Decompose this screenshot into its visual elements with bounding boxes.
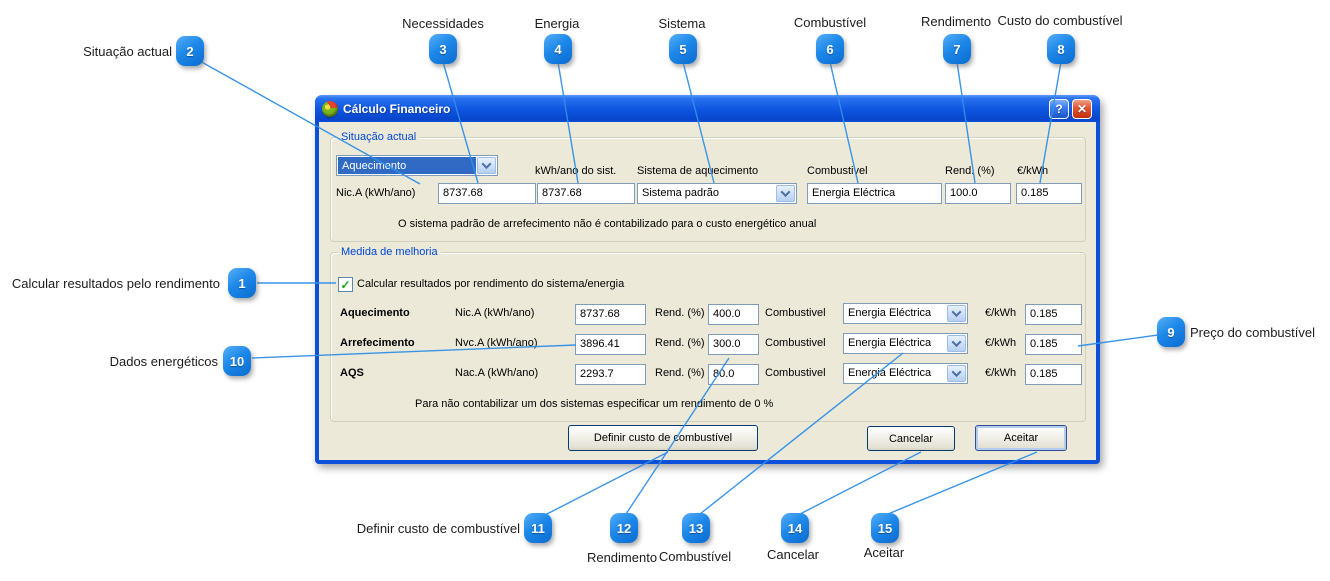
chevron-down-icon[interactable] bbox=[947, 335, 966, 352]
callout-badge-13: 13 bbox=[682, 513, 710, 543]
callout-badge-15: 15 bbox=[871, 513, 899, 543]
row-title: AQS bbox=[340, 367, 364, 379]
callout-badge-8: 8 bbox=[1047, 34, 1075, 64]
help-button[interactable]: ? bbox=[1049, 99, 1069, 119]
callout-label-13: Combustível bbox=[658, 549, 732, 564]
callout-badge-7: 7 bbox=[943, 34, 971, 64]
need-field[interactable]: 2293.7 bbox=[575, 364, 646, 385]
combustivel-column-label: Combustivel bbox=[807, 165, 868, 177]
callout-label-4: Energia bbox=[534, 16, 580, 31]
rend-field[interactable]: 100.0 bbox=[945, 183, 1011, 204]
comb-label: Combustivel bbox=[765, 337, 826, 349]
window-title: Cálculo Financeiro bbox=[343, 101, 451, 116]
rend-label: Rend. (%) bbox=[655, 367, 705, 379]
row-title: Arrefecimento bbox=[340, 337, 415, 349]
chevron-down-icon[interactable] bbox=[477, 157, 496, 174]
eur-label: €/kWh bbox=[985, 337, 1017, 349]
rend-label: Rend. (%) bbox=[655, 337, 705, 349]
price-field[interactable]: 0.185 bbox=[1025, 334, 1082, 355]
callout-label-14: Cancelar bbox=[766, 547, 820, 562]
combustivel-dropdown[interactable]: Energia Eléctrica bbox=[843, 333, 968, 354]
callout-label-11: Definir custo de combustível bbox=[356, 521, 520, 536]
callout-badge-1: 1 bbox=[228, 268, 256, 298]
note-melhoria: Para não contabilizar um dos sistemas es… bbox=[415, 398, 774, 410]
callout-label-6: Combustível bbox=[793, 15, 867, 30]
callout-label-15: Aceitar bbox=[863, 545, 905, 560]
combustivel-field[interactable]: Energia Eléctrica bbox=[807, 183, 942, 204]
app-icon bbox=[322, 100, 338, 117]
close-button[interactable]: ✕ bbox=[1072, 99, 1092, 119]
callout-label-12: Rendimento bbox=[586, 550, 658, 565]
accept-button[interactable]: Aceitar bbox=[975, 425, 1067, 451]
need-label: Nic.A (kWh/ano) bbox=[455, 307, 535, 319]
kwh-ano-column-label: kWh/ano do sist. bbox=[535, 165, 617, 177]
need-label: Nac.A (kWh/ano) bbox=[455, 367, 539, 379]
rendimento-checkbox[interactable]: ✓ bbox=[338, 277, 353, 292]
combustivel-value: Energia Eléctrica bbox=[848, 367, 932, 379]
combustivel-dropdown[interactable]: Energia Eléctrica bbox=[843, 363, 968, 384]
group-situacao-label: Situação actual bbox=[338, 131, 420, 143]
callout-badge-6: 6 bbox=[816, 34, 844, 64]
note-situacao: O sistema padrão de arrefecimento não é … bbox=[398, 218, 817, 230]
price-field[interactable]: 0.185 bbox=[1025, 364, 1082, 385]
callout-badge-4: 4 bbox=[544, 34, 572, 64]
callout-badge-3: 3 bbox=[429, 34, 457, 64]
comb-label: Combustivel bbox=[765, 307, 826, 319]
nic-value-field[interactable]: 8737.68 bbox=[438, 183, 536, 204]
callout-label-2: Situação actual bbox=[83, 44, 172, 59]
combustivel-value: Energia Eléctrica bbox=[848, 337, 932, 349]
title-bar[interactable]: Cálculo Financeiro ? ✕ bbox=[315, 95, 1100, 122]
callout-badge-11: 11 bbox=[524, 513, 552, 543]
group-melhoria-label: Medida de melhoria bbox=[338, 246, 441, 258]
situacao-type-value: Aquecimento bbox=[338, 157, 476, 174]
chevron-down-icon[interactable] bbox=[776, 185, 795, 202]
sistema-aquecimento-dropdown[interactable]: Sistema padrão bbox=[637, 183, 797, 204]
comb-label: Combustivel bbox=[765, 367, 826, 379]
rend-label: Rend. (%) bbox=[655, 307, 705, 319]
cancel-button[interactable]: Cancelar bbox=[867, 426, 955, 451]
need-label: Nvc.A (kWh/ano) bbox=[455, 337, 538, 349]
row-title: Aquecimento bbox=[340, 307, 410, 319]
dialog-client-area: Situação actual Aquecimento kWh/ano do s… bbox=[319, 122, 1096, 460]
callout-badge-12: 12 bbox=[610, 513, 638, 543]
definir-custo-button[interactable]: Definir custo de combustível bbox=[568, 425, 758, 451]
callout-label-5: Sistema bbox=[658, 16, 706, 31]
rend-field[interactable]: 300.0 bbox=[708, 334, 759, 355]
callout-badge-2: 2 bbox=[176, 36, 204, 66]
nic-label: Nic.A (kWh/ano) bbox=[336, 187, 416, 199]
check-icon: ✓ bbox=[340, 277, 351, 292]
sistema-column-label: Sistema de aquecimento bbox=[637, 165, 759, 177]
eur-kwh-field[interactable]: 0.185 bbox=[1016, 183, 1082, 204]
need-field[interactable]: 8737.68 bbox=[575, 304, 646, 325]
combustivel-dropdown[interactable]: Energia Eléctrica bbox=[843, 303, 968, 324]
rend-field[interactable]: 80.0 bbox=[708, 364, 759, 385]
callout-badge-10: 10 bbox=[223, 346, 251, 376]
situacao-type-dropdown[interactable]: Aquecimento bbox=[336, 155, 498, 176]
sistema-aquecimento-value: Sistema padrão bbox=[642, 187, 720, 199]
kwh-ano-field[interactable]: 8737.68 bbox=[537, 183, 635, 204]
chevron-down-icon[interactable] bbox=[947, 365, 966, 382]
price-field[interactable]: 0.185 bbox=[1025, 304, 1082, 325]
callout-badge-9: 9 bbox=[1157, 317, 1185, 347]
combustivel-value: Energia Eléctrica bbox=[848, 307, 932, 319]
callout-label-7: Rendimento bbox=[920, 14, 992, 29]
callout-badge-14: 14 bbox=[781, 513, 809, 543]
rendimento-checkbox-label: Calcular resultados por rendimento do si… bbox=[357, 278, 625, 290]
dialog-calculo-financeiro: Cálculo Financeiro ? ✕ Situação actual A… bbox=[315, 95, 1100, 464]
callout-label-1: Calcular resultados pelo rendimento bbox=[11, 276, 220, 291]
rend-field[interactable]: 400.0 bbox=[708, 304, 759, 325]
callout-badge-5: 5 bbox=[669, 34, 697, 64]
eur-kwh-column-label: €/kWh bbox=[1017, 165, 1049, 177]
eur-label: €/kWh bbox=[985, 307, 1017, 319]
eur-label: €/kWh bbox=[985, 367, 1017, 379]
callout-label-10: Dados energéticos bbox=[109, 354, 218, 369]
callout-label-8: Custo do combustível bbox=[997, 13, 1123, 28]
need-field[interactable]: 3896.41 bbox=[575, 334, 646, 355]
callout-label-3: Necessidades bbox=[402, 16, 484, 31]
chevron-down-icon[interactable] bbox=[947, 305, 966, 322]
rend-column-label: Rend. (%) bbox=[945, 165, 995, 177]
callout-label-9: Preço do combustível bbox=[1190, 325, 1316, 340]
